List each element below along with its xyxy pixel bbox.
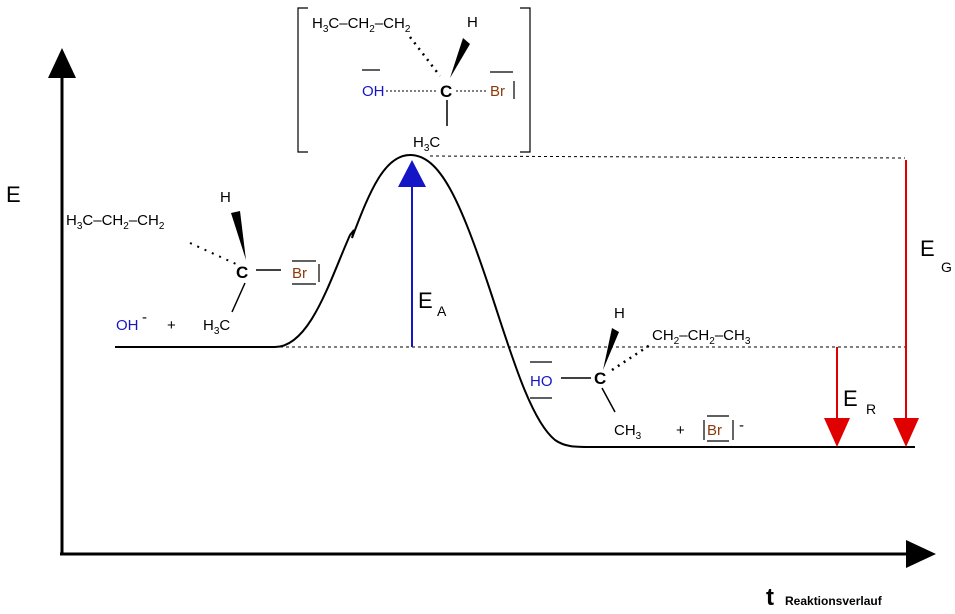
reactant-hydroxide: OH	[116, 317, 139, 334]
transition-bromine: Br	[490, 83, 505, 100]
product-bromide-charge: -	[739, 417, 744, 434]
reaction-energy-label: E	[843, 386, 858, 411]
energy-curve	[115, 153, 915, 448]
product-plus: +	[676, 422, 685, 439]
total-energy-arrow	[893, 160, 919, 447]
x-axis-label: t	[766, 584, 774, 611]
product-methyl: CH3	[614, 422, 642, 442]
axes: E t Reaktionsverlauf	[6, 48, 936, 611]
activation-energy-label: E	[418, 288, 433, 313]
reactant-hydroxide-charge: -	[142, 309, 147, 326]
product-molecule: H CH2–CH2–CH3 HO C CH3 + Br -	[530, 305, 751, 442]
reactant-hydrogen: H	[220, 189, 231, 206]
reaction-arrowhead	[824, 418, 850, 447]
product-c-methyl-bond	[601, 387, 616, 413]
transition-state: H3C–CH2–CH2 H OH C Br H3C	[297, 7, 531, 154]
transition-hydrogen: H	[467, 14, 478, 31]
reactant-wedge-bond	[231, 211, 246, 260]
reactant-methyl: H3C	[203, 317, 230, 337]
reactant-molecule: H3C–CH2–CH2 H C Br H3C OH - +	[66, 189, 320, 337]
activation-arrowhead	[398, 160, 426, 187]
total-energy-label: E	[920, 236, 935, 261]
reactant-c-methyl-bond	[231, 282, 246, 313]
transition-chain: H3C–CH2–CH2	[312, 15, 411, 35]
transition-hydroxyl: OH	[362, 83, 385, 100]
transition-carbon: C	[440, 82, 452, 101]
reaction-energy-sub: R	[866, 401, 876, 417]
product-wedge-bond	[603, 328, 619, 370]
reactant-carbon: C	[236, 263, 248, 282]
total-arrowhead	[893, 418, 919, 447]
transition-level-dashed-line	[429, 155, 906, 159]
activation-energy-sub: A	[437, 303, 447, 319]
transition-hashed-bond	[409, 36, 441, 77]
product-hydrogen: H	[614, 305, 625, 322]
transition-bracket-right	[520, 7, 531, 153]
x-axis-arrowhead	[906, 540, 936, 568]
y-axis-label: E	[6, 182, 21, 207]
total-energy-sub: G	[941, 259, 952, 275]
reaction-energy-arrow	[824, 347, 850, 447]
y-axis-arrowhead	[48, 48, 76, 78]
product-hashed-bond	[611, 343, 651, 372]
reactant-hashed-bond	[189, 242, 237, 265]
reactant-chain: H3C–CH2–CH2	[66, 212, 165, 232]
reactant-plus: +	[167, 317, 176, 334]
product-bromide: Br	[707, 422, 722, 439]
transition-wedge-bond	[450, 38, 470, 78]
transition-bracket-left	[297, 7, 308, 153]
product-chain: CH2–CH2–CH3	[652, 327, 751, 347]
reactant-bromine: Br	[292, 265, 307, 282]
x-axis-sublabel: Reaktionsverlauf	[785, 594, 883, 608]
product-carbon: C	[594, 369, 606, 388]
transition-methyl: H3C	[413, 134, 440, 154]
product-hydroxyl: HO	[530, 373, 553, 390]
activation-energy-arrow	[398, 160, 426, 347]
